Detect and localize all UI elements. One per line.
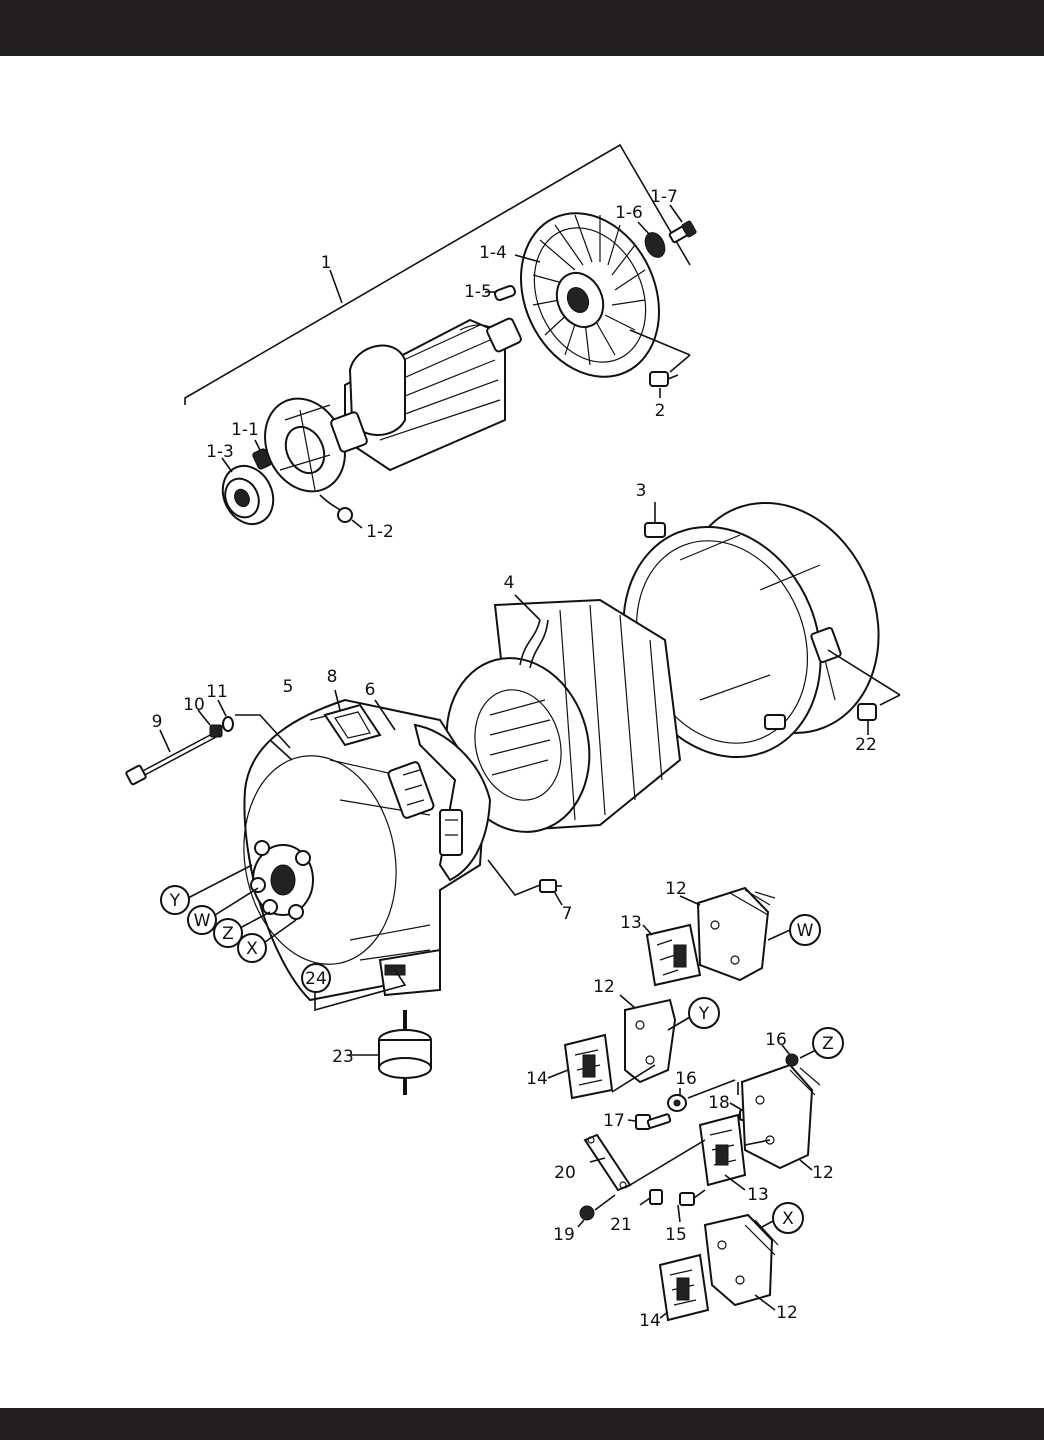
marker-y-right: Y <box>688 997 720 1029</box>
label-14-x: 14 <box>639 1311 661 1331</box>
label-14-y: 14 <box>526 1069 548 1089</box>
callout-labels: 1 1-1 1-2 1-3 1-4 1-5 1-6 1-7 2 3 4 5 6 … <box>152 187 877 1331</box>
bottom-bar <box>0 1408 1044 1440</box>
svg-text:Z: Z <box>222 924 234 944</box>
label-20: 20 <box>554 1163 576 1183</box>
label-2: 2 <box>655 401 666 421</box>
part-17-bolt <box>627 1113 672 1130</box>
part-23-mount <box>350 1010 432 1095</box>
part-1-7-bolt <box>668 204 697 244</box>
label-6: 6 <box>365 680 376 700</box>
label-21: 21 <box>610 1215 632 1235</box>
label-11: 11 <box>206 682 228 702</box>
label-22: 22 <box>855 735 877 755</box>
label-1-3: 1-3 <box>206 442 234 462</box>
svg-text:Y: Y <box>169 891 181 911</box>
svg-text:24: 24 <box>305 969 327 989</box>
label-16-top: 16 <box>765 1030 787 1050</box>
marker-24: 24 <box>301 963 331 993</box>
part-7-screw <box>487 859 563 906</box>
label-23: 23 <box>332 1047 354 1067</box>
part-11-washer <box>217 699 291 749</box>
label-10: 10 <box>183 695 205 715</box>
label-1: 1 <box>321 253 332 273</box>
label-4: 4 <box>504 573 515 593</box>
part-1-2 <box>319 494 363 529</box>
rectifier-group-z <box>698 1044 821 1191</box>
part-1-4-fan <box>514 212 660 378</box>
group-1-bracket <box>184 143 691 405</box>
rectifier-group-w <box>642 886 791 987</box>
group-24-bracket <box>314 969 407 1012</box>
label-13-top: 13 <box>620 913 642 933</box>
part-15-screw <box>677 1189 706 1223</box>
label-7: 7 <box>562 904 573 924</box>
label-12-y: 12 <box>593 977 615 997</box>
label-8: 8 <box>327 667 338 687</box>
label-1-1: 1-1 <box>231 420 259 440</box>
label-12-z: 12 <box>812 1163 834 1183</box>
label-17: 17 <box>603 1111 625 1131</box>
part-21-screw <box>639 1189 663 1206</box>
part-22-bolt <box>827 649 901 735</box>
label-13-z: 13 <box>747 1185 769 1205</box>
part-9-long-bolt <box>125 729 217 786</box>
rotor-assembly <box>184 143 697 529</box>
top-bar <box>0 0 1044 56</box>
marker-z-left: Z <box>213 918 243 948</box>
label-15: 15 <box>665 1225 687 1245</box>
label-5: 5 <box>283 677 294 697</box>
part-20-strip <box>583 1133 706 1192</box>
label-1-4: 1-4 <box>479 243 507 263</box>
part-2-bolt <box>629 329 691 398</box>
rectifier-group-x <box>658 1213 779 1322</box>
marker-x-left: X <box>237 933 267 963</box>
label-1-2: 1-2 <box>366 522 394 542</box>
svg-text:W: W <box>194 911 211 931</box>
marker-x-right: X <box>772 1202 804 1234</box>
marker-y-left: Y <box>160 885 190 915</box>
label-19: 19 <box>553 1225 575 1245</box>
left-marker-leaders <box>187 864 297 943</box>
svg-text:W: W <box>797 921 814 941</box>
part-1-3-bearing <box>221 457 275 526</box>
marker-w-right: W <box>789 914 821 946</box>
label-3: 3 <box>636 481 647 501</box>
part-10-nut <box>197 709 223 738</box>
label-1-5: 1-5 <box>464 282 492 302</box>
label-9: 9 <box>152 712 163 732</box>
label-12-top: 12 <box>665 879 687 899</box>
rectifier-group-y <box>547 994 691 1100</box>
svg-text:X: X <box>246 939 258 959</box>
leader-1 <box>329 269 343 304</box>
label-1-6: 1-6 <box>615 203 643 223</box>
label-12-x: 12 <box>776 1303 798 1323</box>
part-1-5-key <box>485 285 516 301</box>
part-1-1 <box>252 439 272 470</box>
marker-z-right: Z <box>812 1027 844 1059</box>
svg-text:X: X <box>782 1209 794 1229</box>
part-19-nut <box>577 1194 616 1228</box>
svg-text:Z: Z <box>822 1034 834 1054</box>
label-18: 18 <box>708 1093 730 1113</box>
part-16-washer-mid <box>667 1079 736 1112</box>
svg-text:Y: Y <box>698 1004 710 1024</box>
part-6-bracket <box>374 699 492 882</box>
label-1-7: 1-7 <box>650 187 678 207</box>
rotor-core <box>264 317 522 493</box>
part-1-6-washer <box>637 221 666 258</box>
label-16-mid: 16 <box>675 1069 697 1089</box>
marker-w-left: W <box>187 905 217 935</box>
part-8-gasket <box>323 689 382 747</box>
